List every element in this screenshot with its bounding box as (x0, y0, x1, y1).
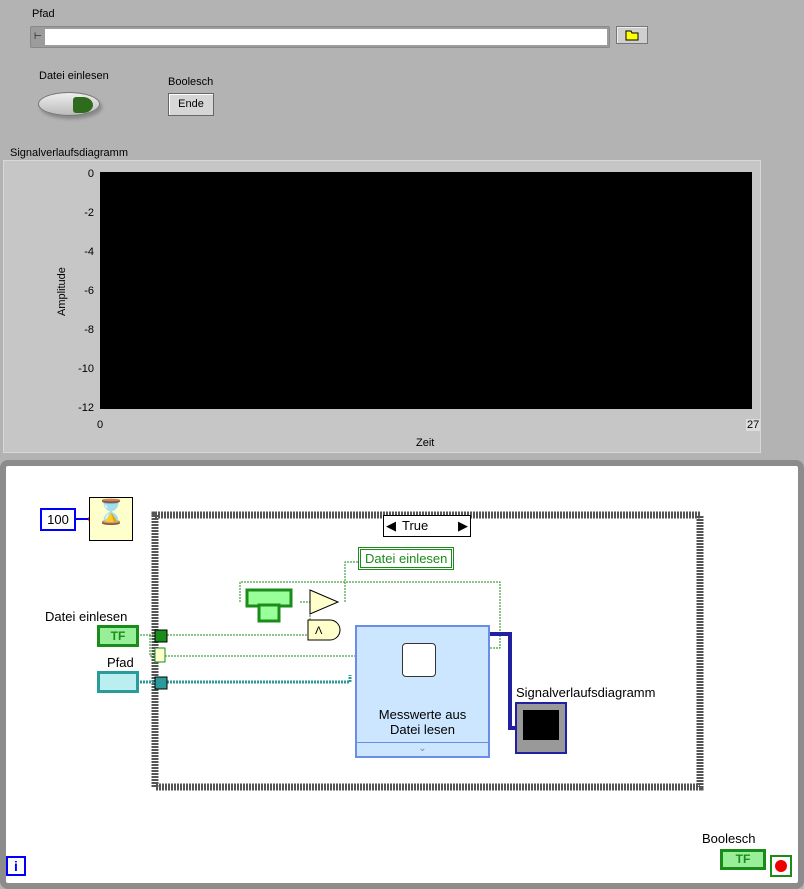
and-function (307, 619, 341, 641)
express-vi-title-line2: Datei lesen (389, 722, 456, 737)
path-wire (140, 675, 352, 684)
y-tick: 0 (87, 168, 94, 180)
x-tick: 0 (97, 419, 104, 431)
local-variable[interactable]: Datei einlesen (358, 547, 455, 570)
folder-icon (625, 30, 639, 41)
plot-area[interactable] (100, 172, 752, 409)
stop-label: Boolesch (168, 76, 214, 88)
svg-text:Λ: Λ (315, 625, 323, 637)
play-icon (73, 97, 93, 113)
decrement-arrow-icon[interactable]: ◀ (386, 518, 396, 533)
terminal-path-label: Pfad (107, 655, 134, 670)
tunnel (154, 629, 168, 643)
browse-button[interactable] (616, 26, 648, 44)
boolean-wires (140, 561, 501, 657)
stop-terminal[interactable]: TF (720, 849, 766, 870)
chart-terminal-label: Signalverlaufsdiagramm (516, 685, 656, 700)
y-tick: -2 (84, 207, 94, 219)
waveform-wire (490, 632, 515, 730)
stop-condition[interactable] (770, 855, 792, 877)
express-vi-read-measurement[interactable]: Messwerte aus Datei lesen ⌄ (355, 625, 490, 758)
not-function (309, 589, 340, 615)
terminal-path[interactable] (97, 671, 139, 693)
expand-chevron-icon[interactable]: ⌄ (357, 742, 488, 756)
terminal-read[interactable]: TF (97, 625, 139, 647)
chart-terminal[interactable] (515, 702, 567, 754)
info-icon[interactable]: i (6, 856, 26, 876)
chart-label: Signalverlaufsdiagramm (10, 147, 128, 159)
read-button-label: Datei einlesen (39, 70, 109, 82)
wait-constant[interactable]: 100 (40, 508, 76, 531)
path-label: Pfad (32, 8, 55, 20)
stop-terminal-label: Boolesch (702, 831, 756, 846)
terminal-read-label: Datei einlesen (45, 609, 128, 624)
x-tick[interactable]: 27 (746, 419, 761, 431)
read-file-button[interactable] (38, 92, 100, 116)
stop-button[interactable]: Ende (168, 93, 214, 116)
case-selector-terminal (154, 647, 166, 663)
y-tick: -4 (84, 246, 94, 258)
glasses-file-icon (402, 643, 436, 677)
case-selector[interactable]: True ◀ ▶ (383, 515, 471, 537)
y-tick: -8 (84, 324, 94, 336)
path-control[interactable]: ⊢ (30, 26, 610, 48)
y-tick: -12 (78, 402, 94, 414)
y-tick: -6 (84, 285, 94, 297)
tunnel (154, 676, 168, 690)
y-tick: -10 (78, 363, 94, 375)
path-icon: ⊢ (34, 31, 42, 41)
increment-arrow-icon[interactable]: ▶ (458, 518, 468, 533)
path-input[interactable] (45, 29, 607, 45)
x-axis-label: Zeit (416, 437, 435, 449)
metronome-icon[interactable]: ⌛ (89, 497, 133, 541)
case-selector-value: True (402, 518, 429, 533)
stop-icon (775, 860, 787, 872)
express-vi-title-line1: Messwerte aus (378, 707, 467, 722)
